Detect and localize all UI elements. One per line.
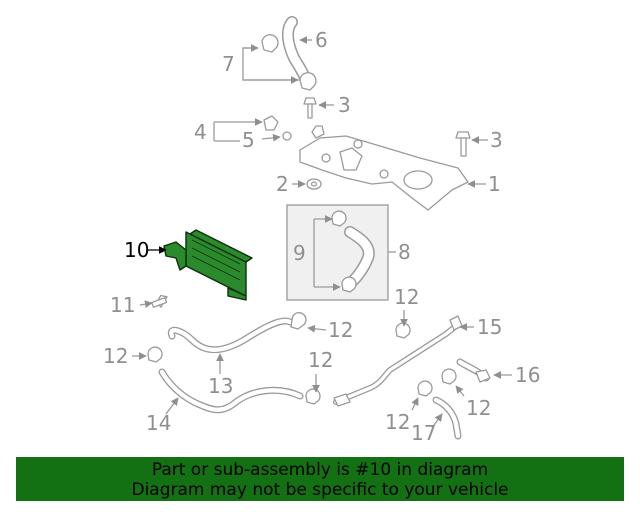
callout-14: 14 (146, 411, 171, 435)
part-12-clamp-f[interactable] (441, 368, 457, 385)
part-10-cooler[interactable] (163, 229, 253, 301)
part-11-bolt[interactable] (151, 294, 168, 308)
callout-15: 15 (477, 315, 502, 339)
callout-9: 9 (293, 241, 306, 265)
callout-13: 13 (208, 374, 233, 398)
callout-3-upper: 3 (338, 93, 351, 117)
callout-8: 8 (398, 240, 411, 264)
part-12-clamp-c[interactable] (395, 322, 411, 339)
part-7-clamps[interactable] (261, 34, 317, 91)
part-12-clamp-d[interactable] (305, 388, 321, 405)
part-3-bolt-upper[interactable] (303, 97, 317, 119)
part-13-hose[interactable] (167, 312, 307, 354)
callout-1: 1 (488, 172, 501, 196)
part-1-bracket[interactable] (299, 125, 469, 211)
callout-11: 11 (110, 293, 135, 317)
callout-12-c: 12 (394, 285, 419, 309)
part-4-fitting[interactable] (263, 115, 292, 141)
callout-12-d: 12 (308, 348, 333, 372)
callout-10: 10 (124, 238, 149, 262)
callout-4: 4 (194, 120, 207, 144)
callout-12-f: 12 (466, 396, 491, 420)
banner-line-1: Part or sub-assembly is #10 in diagram (151, 460, 489, 480)
part-2-washer[interactable] (306, 178, 322, 190)
part-3-bolt-right[interactable] (455, 131, 471, 157)
callout-12-b: 12 (103, 344, 128, 368)
callout-16: 16 (515, 363, 540, 387)
part-17-hose[interactable] (432, 396, 462, 440)
callout-12-e: 12 (385, 410, 410, 434)
banner-line-2: Diagram may not be specific to your vehi… (131, 480, 509, 500)
callout-5: 5 (242, 128, 255, 152)
info-banner: Part or sub-assembly is #10 in diagram D… (16, 457, 624, 501)
part-6-hose[interactable] (281, 16, 312, 86)
callout-6: 6 (315, 28, 328, 52)
part-14-hose[interactable] (147, 346, 304, 414)
part-16-hose[interactable] (456, 358, 491, 383)
part-12-clamp-e[interactable] (417, 380, 433, 397)
callout-7: 7 (222, 52, 235, 76)
part-15-pipe[interactable] (333, 315, 463, 407)
callout-3-right: 3 (490, 128, 503, 152)
callout-17: 17 (411, 421, 436, 445)
callout-2: 2 (276, 172, 289, 196)
callout-12-a: 12 (328, 318, 353, 342)
